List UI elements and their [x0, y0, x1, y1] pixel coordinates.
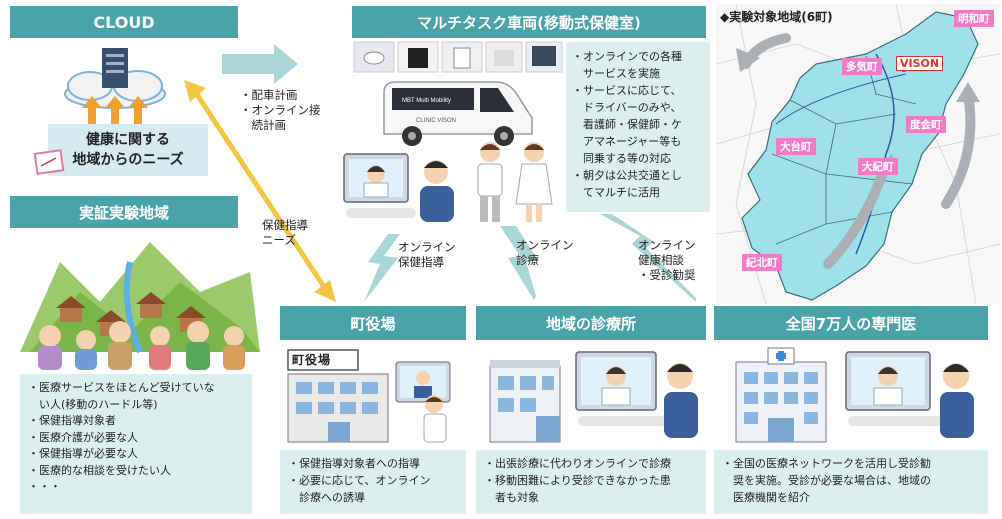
van-text-1: MBT Multi Mobility [402, 98, 451, 104]
town-label-odai: 大台町 [776, 138, 816, 155]
area-note-2: い人(移動のハードル等) [28, 397, 158, 411]
specialists-notes: ・全国の医療ネットワークを活用し受診勧 奨を実施。受診が必要な場合は、地域の 医… [714, 450, 988, 514]
townhall-sign: 町役場 [292, 353, 332, 367]
lightning-clinic-icon [500, 226, 538, 300]
townhall-header: 町役場 [280, 306, 466, 340]
town-label-meiwa: 明和町 [954, 10, 994, 27]
specialists-title: 全国7万人の専門医 [785, 314, 917, 333]
vehicle-note-3: ・サービスに応じて、 [572, 84, 682, 97]
lightning-consult-icon [600, 214, 696, 302]
online-consult-label: オンライン 健康相談 ・受診勧奨 [638, 238, 696, 283]
doctor-monitor-illustration [343, 153, 454, 222]
online-clinic-label: オンライン 診療 [516, 238, 574, 268]
townhall-notes: ・保健指導対象者への指導 ・必要に応じて、オンライン 診療への誘導 [280, 450, 466, 514]
mobile-clinic-van: MBT Multi Mobility CLINIC VISON [383, 81, 533, 146]
area-header: 実証実験地域 [10, 196, 238, 228]
lightning-guidance-icon [364, 234, 400, 302]
clinic-note-2: ・移動困難により受診できなかった患 [484, 474, 671, 487]
area-notes: ・医療サービスをほとんど受けていな い人(移動のハードル等) ・保健指導対象者 … [20, 374, 252, 514]
vehicle-note-6: アマネージャー等も [572, 135, 682, 148]
town-label-taki: 多気町 [842, 58, 882, 75]
health-guidance-needs-arrow [184, 80, 336, 302]
cloud-header: CLOUD [10, 6, 238, 38]
online-clinic-1: オンライン [516, 238, 574, 252]
clinic-title: 地域の診療所 [545, 314, 636, 333]
vehicle-note-4: ドライバーのみや、 [572, 101, 682, 114]
town-label-taiki: 大紀町 [858, 158, 898, 175]
chart-doc-icon [33, 149, 65, 175]
dispatch-item-1: ・配車計画 [240, 88, 298, 102]
vehicle-note-1: ・オンラインでの各種 [572, 50, 682, 63]
online-consult-1: オンライン [638, 238, 696, 252]
specialists-header: 全国7万人の専門医 [714, 306, 988, 340]
map-panel: ◆実験対象地域(6町) 明和町 多気町 度会町 大台町 大紀町 紀北町 VISO… [716, 4, 1000, 304]
online-guidance-2: 保健指導 [398, 255, 444, 269]
online-consult-3: ・受診勧奨 [638, 268, 696, 282]
needs-line-2: 地域からのニーズ [72, 152, 184, 168]
specialists-note-2: 奨を実施。受診が必要な場合は、地域の [722, 474, 931, 487]
dispatch-item-3: 続計画 [240, 118, 286, 132]
region-map [716, 4, 1000, 304]
needs-label-2: ニーズ [262, 233, 296, 247]
vehicle-note-9: てマルチに活用 [572, 186, 660, 199]
town-label-watarai: 度会町 [906, 116, 946, 133]
needs-label-1: 保健指導 [262, 218, 308, 232]
online-clinic-2: 診療 [516, 253, 539, 267]
vison-marker-label: VISON [896, 56, 944, 71]
regional-needs-box: 健康に関する 地域からのニーズ [48, 124, 208, 176]
nurse-illustration [477, 142, 553, 222]
area-note-3: ・保健指導対象者 [28, 414, 116, 427]
area-note-4: ・医療介護が必要な人 [28, 430, 138, 444]
medical-device-photos [353, 41, 563, 73]
area-note-5: ・保健指導が必要な人 [28, 447, 138, 460]
clinic-note-3: 者も対象 [484, 491, 539, 504]
clinic-building-illustration [489, 351, 698, 443]
vehicle-note-2: サービスを実施 [572, 67, 660, 80]
vehicle-note-7: 同乗する等の対応 [572, 152, 671, 165]
townhall-building-illustration [287, 349, 451, 443]
dispatch-plan-list: ・配車計画 ・オンライン接 続計画 [240, 88, 321, 133]
vehicle-title: マルチタスク車両(移動式保健室) [417, 13, 641, 32]
area-note-7: ・・・ [28, 480, 61, 493]
needs-line-1: 健康に関する [86, 132, 170, 148]
online-guidance-label: オンライン 保健指導 [398, 240, 456, 270]
arrow-cloud-to-vehicle [222, 44, 298, 84]
vehicle-notes: ・オンラインでの各種 サービスを実施 ・サービスに応じて、 ドライバーのみや、 … [566, 42, 710, 212]
townhall-title: 町役場 [350, 314, 396, 333]
upward-needs-arrows [82, 96, 148, 126]
van-text-2: CLINIC VISON [416, 118, 456, 124]
hospital-illustration [735, 347, 974, 443]
area-title: 実証実験地域 [78, 203, 169, 222]
online-guidance-1: オンライン [398, 240, 456, 254]
clinic-notes: ・出張診療に代わりオンラインで診療 ・移動困難により受診できなかった患 者も対象 [476, 450, 706, 514]
online-consult-2: 健康相談 [638, 253, 684, 267]
clinic-note-1: ・出張診療に代わりオンラインで診療 [484, 457, 671, 470]
map-title: ◆実験対象地域(6町) [720, 10, 833, 24]
dispatch-item-2: ・オンライン接 [240, 103, 321, 117]
vehicle-note-8: ・朝夕は公共交通とし [572, 169, 682, 182]
village-illustration [20, 242, 260, 370]
townhall-note-1: ・保健指導対象者への指導 [288, 457, 420, 470]
town-label-kihoku: 紀北町 [742, 254, 782, 271]
health-guidance-needs-label: 保健指導 ニーズ [262, 218, 308, 248]
cloud-title: CLOUD [93, 12, 155, 32]
specialists-note-1: ・全国の医療ネットワークを活用し受診勧 [722, 457, 931, 470]
area-note-6: ・医療的な相談を受けたい人 [28, 463, 171, 477]
townhall-note-2: ・必要に応じて、オンライン [288, 474, 431, 487]
specialists-note-3: 医療機関を紹介 [722, 491, 810, 504]
townhall-note-3: 診療への誘導 [288, 491, 365, 504]
clinic-header: 地域の診療所 [476, 306, 706, 340]
area-note-1: ・医療サービスをほとんど受けていな [28, 381, 215, 394]
vehicle-header: マルチタスク車両(移動式保健室) [352, 6, 706, 38]
vehicle-note-5: 看護師・保健師・ケ [572, 118, 682, 131]
